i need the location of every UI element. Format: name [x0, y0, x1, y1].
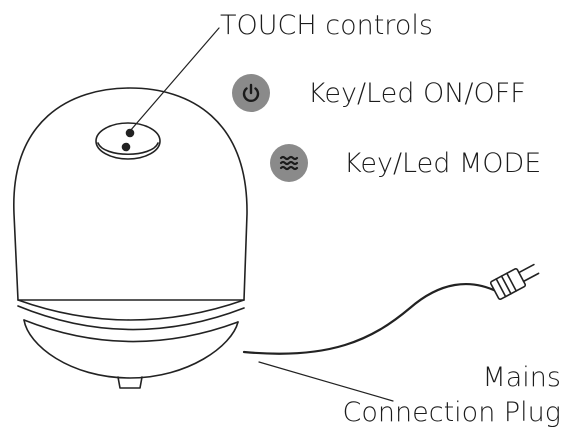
device-base-band-1 — [17, 299, 245, 321]
waves-icon — [270, 144, 308, 182]
power-icon — [232, 74, 270, 112]
device-base-bottom — [23, 319, 239, 379]
key-mode-label: Key/Led MODE — [344, 148, 542, 179]
device-base-band-3 — [23, 319, 239, 343]
mains-leader-line — [258, 361, 394, 402]
touch-control-recess — [95, 122, 161, 160]
mains-label-line1: Mains — [482, 362, 561, 393]
device-base-band-2 — [17, 305, 245, 331]
key-onoff-label: Key/Led ON/OFF — [308, 78, 526, 109]
touch-controls-label: TOUCH controls — [220, 10, 433, 41]
mains-plug — [489, 263, 540, 300]
touch-leader-line — [129, 27, 220, 132]
mains-cable — [242, 282, 500, 355]
device-foot — [117, 376, 143, 389]
touch-dot-top — [125, 128, 135, 138]
device-body — [13, 87, 248, 301]
mains-label-line2: Connection Plug — [342, 397, 561, 428]
touch-dot-bottom — [121, 142, 131, 152]
